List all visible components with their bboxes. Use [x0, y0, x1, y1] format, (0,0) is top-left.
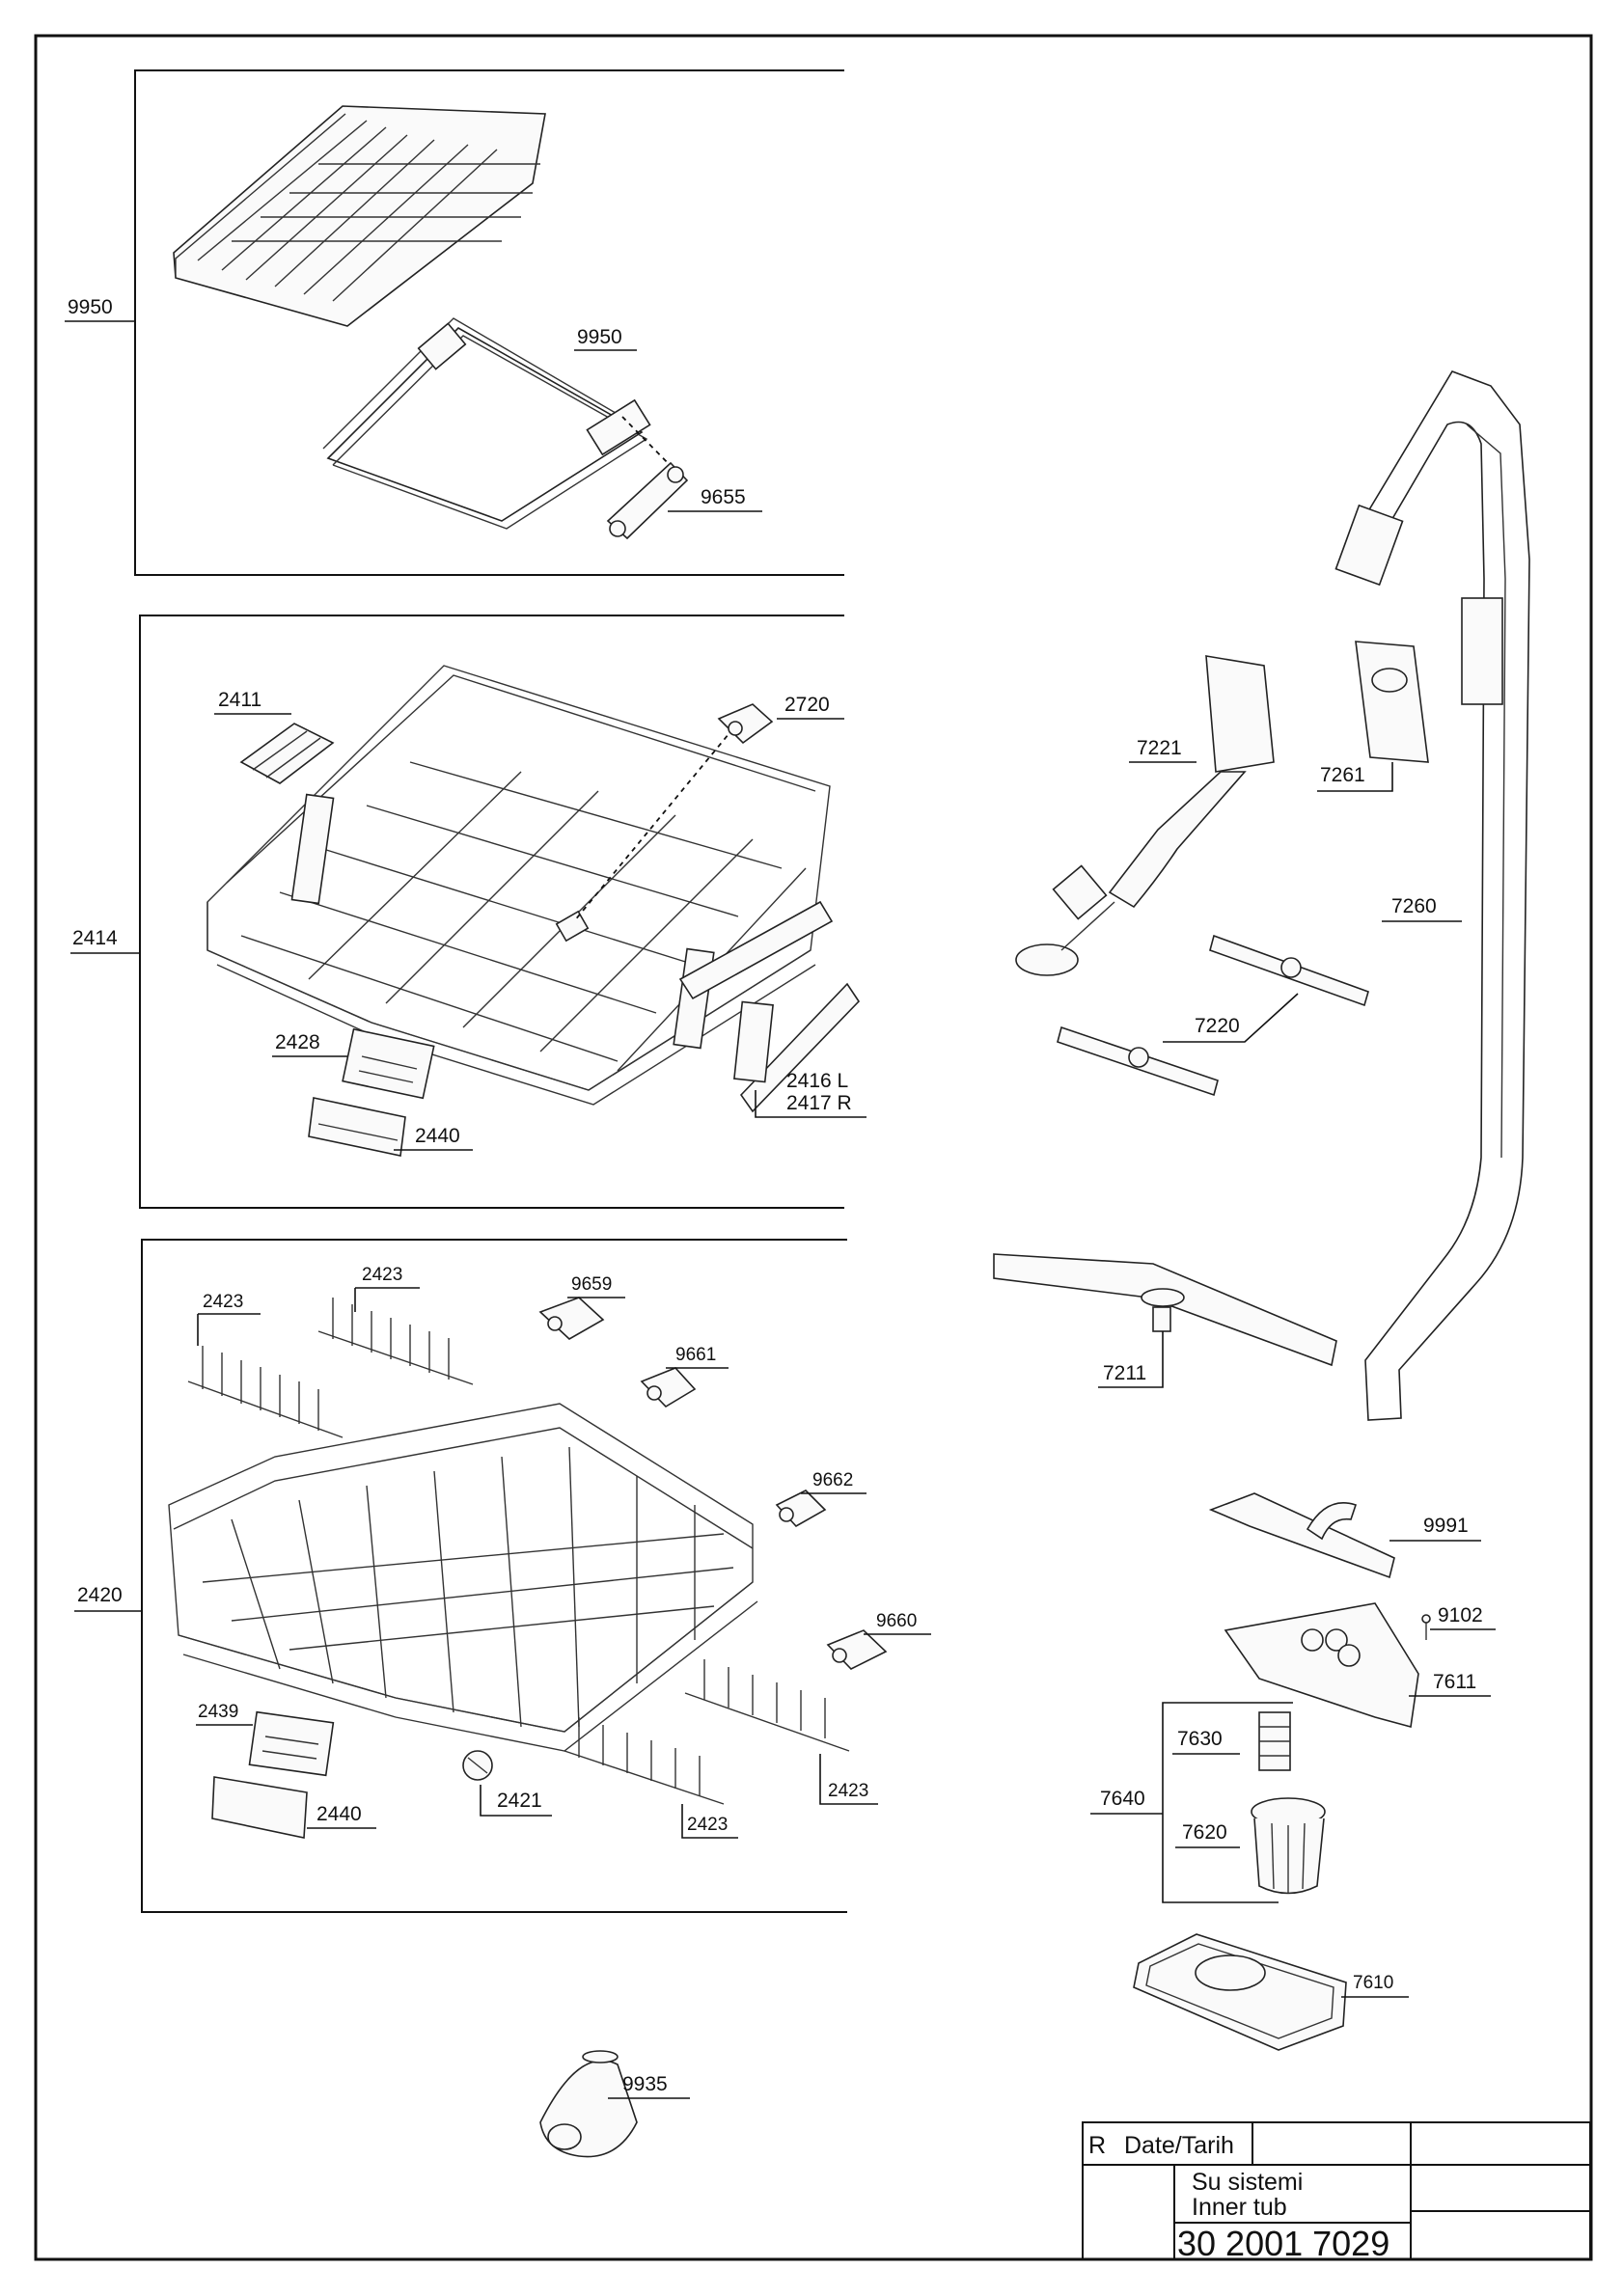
- rack-2423-d-part: [684, 1659, 850, 1752]
- rack-2423-a-part: [187, 1346, 344, 1438]
- pipe-7221-part: [1015, 655, 1275, 976]
- label-9991: 9991: [1423, 1515, 1469, 1537]
- feed-pipe-7260-part: [1334, 370, 1530, 1421]
- cutlery-tray-frame-part: [322, 317, 651, 530]
- lower-basket-group: 2420 2423 2423: [74, 1239, 931, 1913]
- basket-handle-upper-part: [308, 1097, 406, 1157]
- wheel-9661-part: [640, 1367, 697, 1408]
- basket-insert-2428-part: [342, 1027, 435, 1100]
- spray-arm-7220-part: [1057, 934, 1369, 1097]
- label-9935: 9935: [622, 2073, 668, 2095]
- label-2720: 2720: [784, 694, 830, 716]
- rack-2423-b-part: [317, 1298, 474, 1385]
- micro-filter-7630-part: [1258, 1711, 1291, 1771]
- tray-slider-part: [606, 461, 689, 540]
- label-9102: 9102: [1438, 1604, 1483, 1626]
- upper-basket-group: 2414 2411: [70, 615, 867, 1209]
- label-7640: 7640: [1100, 1788, 1145, 1810]
- label-7630: 7630: [1177, 1728, 1223, 1750]
- label-9661: 9661: [675, 1345, 716, 1365]
- label-7220: 7220: [1195, 1015, 1240, 1037]
- basket-clip-2411-part: [239, 723, 335, 784]
- label-7610: 7610: [1353, 1973, 1393, 1993]
- title-block: R Date/Tarih Su sistemi Inner tub 30 200…: [1082, 2121, 1591, 2263]
- label-9950-frame: 9950: [577, 326, 622, 348]
- flat-filter-7610-part: [1133, 1933, 1347, 2051]
- label-2411: 2411: [218, 689, 261, 711]
- label-2439: 2439: [198, 1702, 238, 1722]
- cutlery-tray-group: 9950 9950: [65, 69, 844, 576]
- label-2428: 2428: [275, 1031, 320, 1053]
- label-2416-left: 2416 L: [786, 1070, 848, 1092]
- cover-7611-part: [1224, 1602, 1419, 1729]
- label-2420: 2420: [77, 1584, 123, 1606]
- label-2417-right: 2417 R: [786, 1092, 852, 1114]
- title-block-date-label: Date/Tarih: [1124, 2132, 1234, 2159]
- wheel-9660-part: [826, 1629, 888, 1670]
- title-block-rev: R: [1088, 2132, 1106, 2159]
- label-7261: 7261: [1320, 764, 1365, 786]
- label-2421: 2421: [497, 1790, 542, 1812]
- basket-wheel-2720-part: [717, 703, 774, 745]
- label-7260: 7260: [1391, 895, 1437, 917]
- label-7620: 7620: [1182, 1821, 1227, 1844]
- rack-2423-c-part: [564, 1717, 725, 1805]
- label-9659: 9659: [571, 1274, 612, 1295]
- cutlery-tray-part: [173, 105, 546, 327]
- title-block-title-tr: Su sistemi: [1192, 2169, 1303, 2196]
- label-7611: 7611: [1433, 1671, 1476, 1693]
- basket-handle-lower-part: [211, 1776, 308, 1839]
- wheel-9662-part: [775, 1490, 827, 1528]
- basket-rails-part: [678, 900, 861, 1113]
- coarse-filter-7620-part: [1251, 1797, 1326, 1895]
- label-7221: 7221: [1137, 737, 1182, 759]
- part-9935: [539, 2050, 638, 2158]
- label-2423-c: 2423: [687, 1815, 728, 1835]
- label-2440-upper: 2440: [415, 1125, 460, 1147]
- spray-arm-9991-part: [1208, 1492, 1395, 1579]
- label-9950-group: 9950: [68, 296, 113, 318]
- wheel-9659-part: [538, 1297, 605, 1340]
- label-9660: 9660: [876, 1611, 917, 1631]
- label-2423-b: 2423: [362, 1265, 402, 1285]
- group-box-9950: [134, 69, 844, 576]
- title-block-title-en: Inner tub: [1192, 2194, 1287, 2221]
- group-box-2420: [141, 1239, 847, 1913]
- label-2423-a: 2423: [203, 1292, 243, 1312]
- label-7211: 7211: [1103, 1362, 1146, 1384]
- label-9655: 9655: [701, 486, 746, 508]
- label-2414: 2414: [72, 927, 118, 949]
- connector-7261-part: [1355, 641, 1429, 763]
- spray-arm-7211-part: [993, 1253, 1337, 1367]
- spray-part-2421: [462, 1750, 493, 1781]
- label-9662: 9662: [812, 1470, 853, 1490]
- label-2440-lower: 2440: [316, 1803, 362, 1825]
- title-block-drawing-number: 30 2001 7029: [1177, 2224, 1389, 2263]
- drawing-frame: [34, 34, 1593, 2261]
- group-box-2414: [139, 615, 844, 1209]
- insert-2439-part: [248, 1710, 335, 1777]
- lower-basket-part: [168, 1403, 758, 1752]
- screw-9102-part: [1421, 1614, 1431, 1640]
- label-2423-d: 2423: [828, 1781, 868, 1801]
